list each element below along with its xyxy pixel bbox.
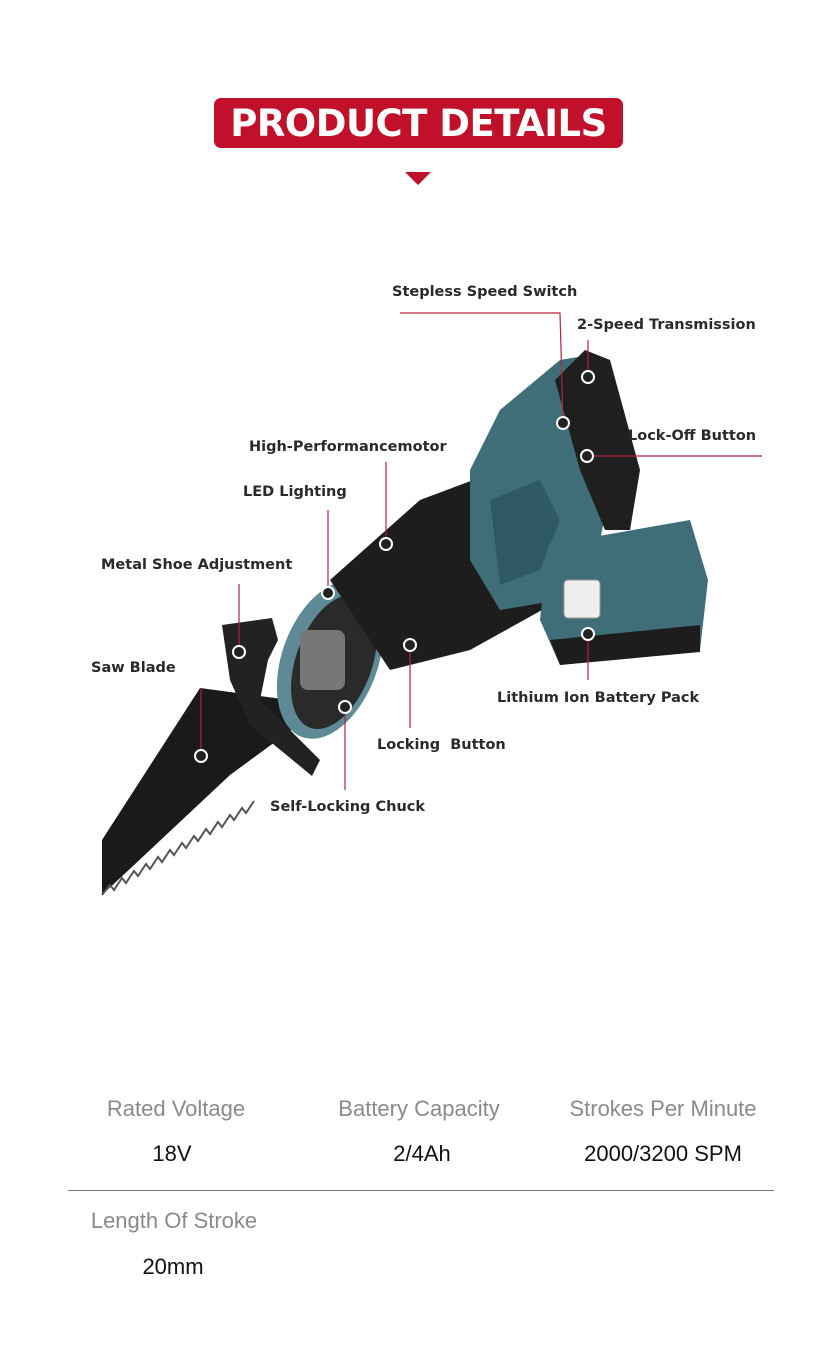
metal-shoe-shape [222,618,320,776]
spec-value-strokes-per-minute: 2000/3200 SPM [584,1141,742,1166]
reciprocating-saw-illustration [101,312,762,896]
callout-two-speed-transmission: 2-Speed Transmission [577,317,756,333]
marker-self-locking-chuck [338,700,352,714]
spec-divider [68,1190,774,1191]
spec-label-rated-voltage: Rated Voltage [106,1096,246,1121]
callout-metal-shoe-adjustment: Metal Shoe Adjustment [101,557,293,573]
saw-blade-shape [102,688,305,895]
spec-label-length-of-stroke: Length Of Stroke [90,1208,258,1233]
callout-locking-button: Locking Button [377,737,506,753]
marker-stepless-speed-switch [556,416,570,430]
marker-metal-shoe [232,645,246,659]
spec-value-length-of-stroke: 20mm [142,1254,204,1279]
callout-lock-off-button: Lock-Off Button [628,428,757,444]
callout-saw-blade: Saw Blade [91,660,176,676]
down-arrow-icon [405,172,431,185]
product-details-banner: PRODUCT DETAILS [214,98,623,148]
handle-shape [555,350,640,530]
spec-label-battery-capacity: Battery Capacity [338,1096,500,1121]
marker-lock-off-button [580,449,594,463]
marker-led-lighting [321,586,335,600]
spec-value-rated-voltage: 18V [152,1141,192,1166]
callout-self-locking-chuck: Self-Locking Chuck [270,799,426,815]
callout-motor: High-Performancemotor [249,439,447,455]
spec-value-battery-capacity: 2/4Ah [393,1141,451,1166]
marker-locking-button [403,638,417,652]
marker-saw-blade [194,749,208,763]
callout-markers [194,370,595,763]
callout-stepless-speed-switch: Stepless Speed Switch [392,284,578,300]
marker-motor [379,537,393,551]
marker-two-speed-transmission [581,370,595,384]
spec-label-strokes-per-minute: Strokes Per Minute [569,1096,757,1121]
callout-battery-pack: Lithium Ion Battery Pack [497,690,700,706]
callout-led-lighting: LED Lighting [243,484,347,500]
marker-battery-pack [581,627,595,641]
